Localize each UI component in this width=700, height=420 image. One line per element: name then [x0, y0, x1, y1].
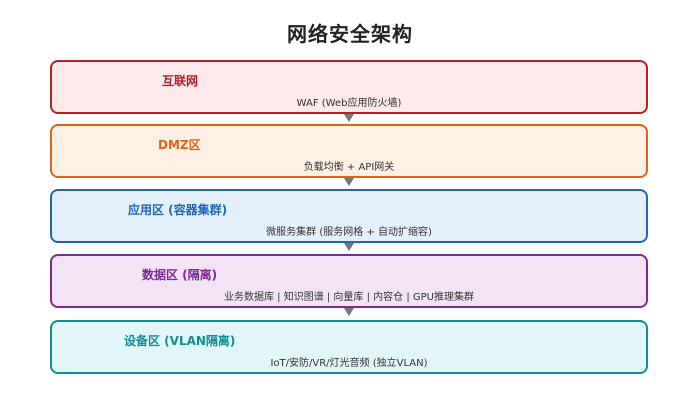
- arrow-down-icon: [344, 178, 354, 186]
- layer-dmz-desc: 负载均衡 + API网关: [303, 162, 395, 173]
- layer-internet-desc: WAF (Web应用防火墙): [296, 98, 402, 109]
- layer-device-name: 设备区 (VLAN隔离): [124, 334, 236, 348]
- arrow-down-icon: [344, 114, 354, 122]
- layer-internet: 互联网 WAF (Web应用防火墙): [50, 60, 648, 114]
- layer-data-name: 数据区 (隔离): [142, 268, 218, 282]
- layer-application-desc: 微服务集群 (服务网格 + 自动扩缩容): [266, 227, 432, 238]
- layer-dmz: DMZ区 负载均衡 + API网关: [50, 124, 648, 178]
- layer-internet-name: 互联网: [162, 74, 199, 88]
- diagram-title: 网络安全架构: [287, 22, 413, 46]
- layer-application-name: 应用区 (容器集群): [128, 203, 228, 217]
- arrow-down-icon: [344, 243, 354, 251]
- arrow-down-icon: [344, 308, 354, 316]
- layer-device-desc: IoT/安防/VR/灯光音频 (独立VLAN): [270, 358, 428, 369]
- layer-device: 设备区 (VLAN隔离) IoT/安防/VR/灯光音频 (独立VLAN): [50, 320, 648, 374]
- layer-data-desc: 业务数据库 | 知识图谱 | 向量库 | 内容仓 | GPU推理集群: [223, 292, 474, 303]
- layer-application: 应用区 (容器集群) 微服务集群 (服务网格 + 自动扩缩容): [50, 189, 648, 243]
- layer-data: 数据区 (隔离) 业务数据库 | 知识图谱 | 向量库 | 内容仓 | GPU推…: [50, 254, 648, 308]
- layer-dmz-name: DMZ区: [158, 138, 201, 152]
